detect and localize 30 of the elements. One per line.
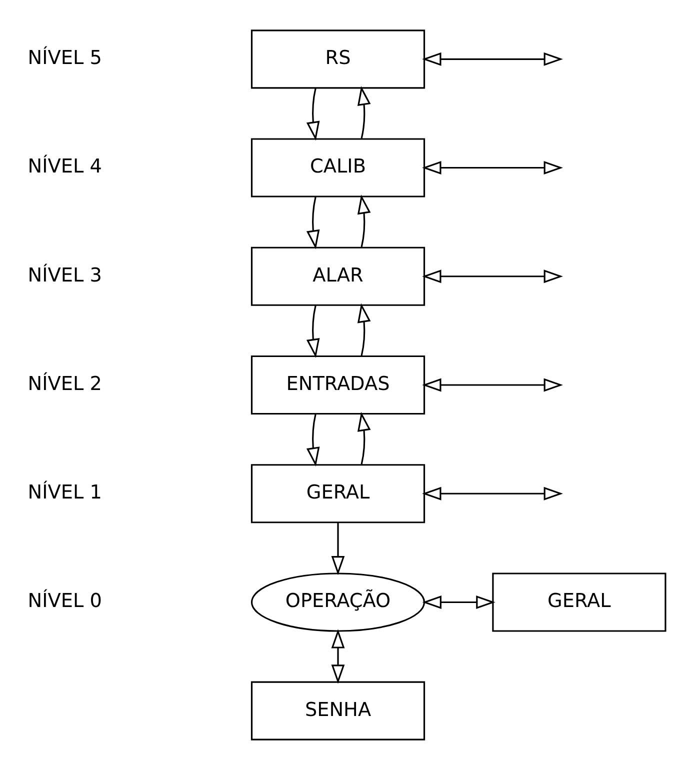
arrow xyxy=(306,305,320,358)
arrow xyxy=(331,522,345,575)
arrow xyxy=(422,52,563,66)
arrow xyxy=(422,486,563,500)
node-box: SENHA xyxy=(250,680,426,740)
arrow xyxy=(357,302,371,356)
arrow xyxy=(422,160,563,174)
node-box: GERAL xyxy=(250,464,426,523)
node-ellipse: OPERAÇÃO xyxy=(250,572,426,632)
arrow xyxy=(306,414,320,466)
arrow xyxy=(422,269,563,283)
arrow xyxy=(422,378,563,392)
arrow xyxy=(357,411,371,464)
label: NÍVEL 0 xyxy=(28,588,102,612)
node-box: GERAL xyxy=(492,572,666,632)
arrow xyxy=(306,88,320,140)
label: NÍVEL 4 xyxy=(28,154,102,178)
arrow xyxy=(422,595,496,608)
arrow xyxy=(306,196,320,249)
arrow xyxy=(357,194,371,247)
label: NÍVEL 1 xyxy=(28,480,102,504)
label: NÍVEL 3 xyxy=(28,262,102,286)
node-box: CALIB xyxy=(250,138,426,197)
label: NÍVEL 5 xyxy=(28,46,102,69)
node-box: RS xyxy=(250,29,426,88)
arrow xyxy=(331,628,345,684)
label: NÍVEL 2 xyxy=(28,371,102,394)
node-box: ENTRADAS xyxy=(250,354,426,414)
arrow xyxy=(357,86,371,138)
node-box: ALAR xyxy=(250,246,426,306)
